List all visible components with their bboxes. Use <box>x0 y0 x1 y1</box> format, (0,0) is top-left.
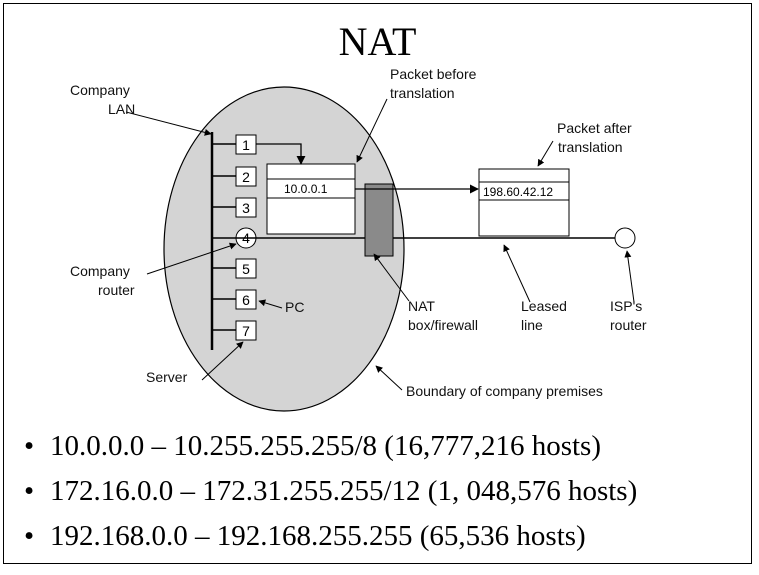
packet-after-label: Packet after translation <box>557 120 636 155</box>
node-5: 5 <box>235 258 257 279</box>
node-2: 2 <box>235 166 257 187</box>
node-3: 3 <box>235 197 257 218</box>
server-label: Server <box>146 369 188 385</box>
node-5-label: 5 <box>242 261 250 277</box>
bullet-marker: • <box>24 475 35 507</box>
packet-before-address: 10.0.0.1 <box>284 182 328 196</box>
list-item-text: 10.0.0.0 – 10.255.255.255/8 (16,777,216 … <box>50 430 601 462</box>
list-item-text: 172.16.0.0 – 172.31.255.255/12 (1, 048,5… <box>50 475 638 507</box>
list-item-text: 192.168.0.0 – 192.168.255.255 (65,536 ho… <box>50 520 586 552</box>
nat-box-label: NAT box/firewall <box>408 298 478 333</box>
node-3-label: 3 <box>242 200 250 216</box>
node-7-label: 7 <box>242 323 250 339</box>
node-6-pc: 6 <box>235 289 257 310</box>
packet-before: 10.0.0.1 <box>266 163 356 235</box>
slide: NAT 1 2 3 4 <box>3 3 752 564</box>
list-item: • 192.168.0.0 – 192.168.255.255 (65,536 h… <box>24 514 637 559</box>
slide-title: NAT <box>338 19 417 64</box>
nat-diagram: 1 2 3 4 5 6 7 <box>70 66 647 412</box>
flow-arrow-node1 <box>256 143 306 165</box>
bullet-marker: • <box>24 520 35 552</box>
isp-router-label: ISP's router <box>610 298 647 333</box>
packet-after: 198.60.42.12 <box>478 168 570 237</box>
packet-after-address: 198.60.42.12 <box>483 185 553 199</box>
leased-line-label: Leased line <box>521 298 571 333</box>
company-lan-label: Company LAN <box>70 82 135 117</box>
node-2-label: 2 <box>242 169 250 185</box>
node-1-label: 1 <box>242 137 250 153</box>
nat-box <box>364 183 394 257</box>
boundary-label: Boundary of company premises <box>406 383 603 399</box>
node-7-server: 7 <box>235 320 257 341</box>
pc-label: PC <box>285 299 304 315</box>
list-item: • 172.16.0.0 – 172.31.255.255/12 (1, 048,… <box>24 469 637 514</box>
address-range-list: • 10.0.0.0 – 10.255.255.255/8 (16,777,216… <box>24 424 637 559</box>
isp-router-icon <box>614 227 636 249</box>
packet-before-label: Packet before translation <box>390 66 480 101</box>
list-item: • 10.0.0.0 – 10.255.255.255/8 (16,777,216… <box>24 424 637 469</box>
bullet-marker: • <box>24 430 35 462</box>
company-router-label: Company router <box>70 263 135 298</box>
node-1: 1 <box>235 134 257 155</box>
node-6-label: 6 <box>242 292 250 308</box>
